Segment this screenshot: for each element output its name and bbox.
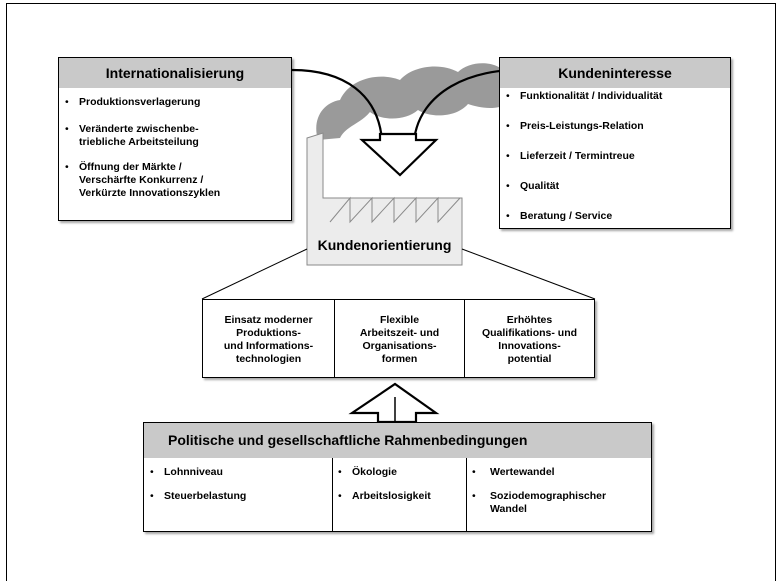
rahmen-col2: Ökologie Arbeitslosigkeit xyxy=(334,466,464,503)
kundeninteresse-box: Kundeninteresse Funktionalität / Individ… xyxy=(499,57,731,229)
rahmen-divider xyxy=(332,458,333,531)
rahmen-divider xyxy=(466,458,467,531)
rahmenbedingungen-title: Politische und gesellschaftliche Rahmenb… xyxy=(144,423,651,458)
list-item: Preis-Leistungs-Relation xyxy=(502,120,728,133)
rahmen-col3: Wertewandel Soziodemographischer Wandel xyxy=(468,466,648,516)
middle-cell-qualifikation: Erhöhtes Qualifikations- und Innovations… xyxy=(481,314,578,365)
outer-frame xyxy=(6,3,776,581)
list-item: Veränderte zwischenbe- triebliche Arbeit… xyxy=(61,123,289,149)
rahmenbedingungen-box: Politische und gesellschaftliche Rahmenb… xyxy=(143,422,652,532)
list-item: Lohnniveau xyxy=(146,466,330,479)
up-arrow xyxy=(348,382,440,424)
list-item: Produktionsverlagerung xyxy=(61,96,289,109)
middle-divider xyxy=(464,300,465,377)
list-item: Lieferzeit / Termintreue xyxy=(502,150,728,163)
internationalisierung-list: Produktionsverlagerung Veränderte zwisch… xyxy=(61,96,289,200)
kundeninteresse-list: Funktionalität / Individualität Preis-Le… xyxy=(502,90,728,223)
list-item: Qualität xyxy=(502,180,728,193)
middle-cell-technologien: Einsatz moderner Produktions- und Inform… xyxy=(223,314,314,365)
kundenorientierung-label: Kundenorientierung xyxy=(317,237,452,253)
list-item: Beratung / Service xyxy=(502,210,728,223)
list-item: Funktionalität / Individualität xyxy=(502,90,728,103)
list-item: Wertewandel xyxy=(468,466,648,479)
smoke-cloud xyxy=(316,63,520,140)
factory-roof xyxy=(329,196,461,224)
middle-divider xyxy=(334,300,335,377)
trapezoid-line-right xyxy=(461,248,596,300)
list-item: Öffnung der Märkte / Verschärfte Konkurr… xyxy=(61,161,289,200)
arrow-left-curve xyxy=(291,68,384,141)
kundeninteresse-title: Kundeninteresse xyxy=(500,58,730,88)
internationalisierung-box: Internationalisierung Produktionsverlage… xyxy=(58,57,292,221)
middle-factors-box: Einsatz moderner Produktions- und Inform… xyxy=(202,299,595,378)
factory-building xyxy=(306,132,463,266)
list-item: Ökologie xyxy=(334,466,464,479)
rahmen-col1: Lohnniveau Steuerbelastung xyxy=(146,466,330,503)
trapezoid-line-left xyxy=(201,248,308,300)
list-item: Soziodemographischer Wandel xyxy=(468,490,648,516)
down-arrow xyxy=(359,132,439,177)
middle-cell-arbeitszeit: Flexible Arbeitszeit- und Organisations-… xyxy=(359,314,440,365)
list-item: Arbeitslosigkeit xyxy=(334,490,464,503)
internationalisierung-title: Internationalisierung xyxy=(59,58,291,88)
list-item: Steuerbelastung xyxy=(146,490,330,503)
